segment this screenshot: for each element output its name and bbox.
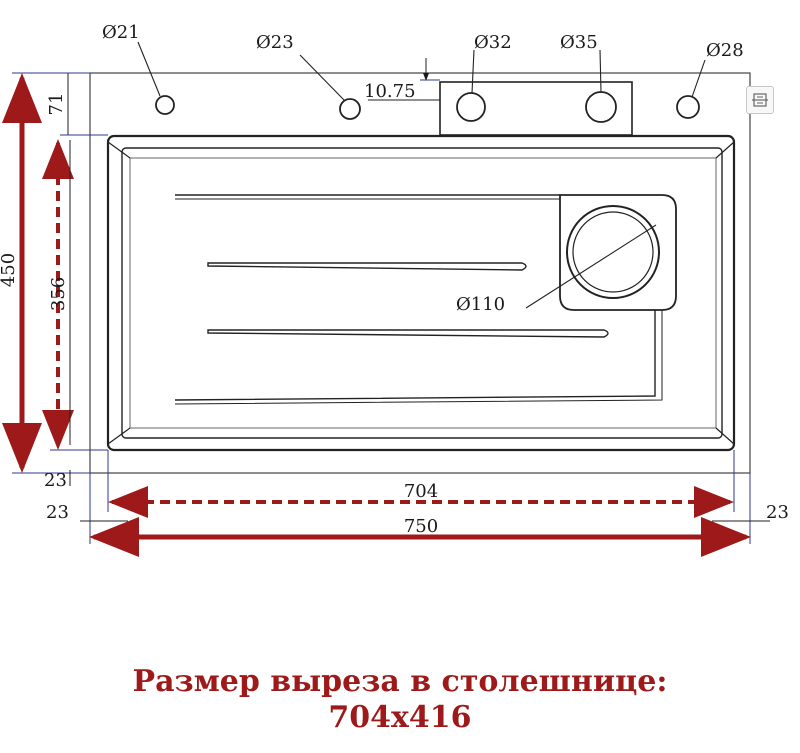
drain-recess (559, 194, 677, 311)
caption-cutout-size: 704x416 (328, 700, 472, 735)
faucet-deck (439, 81, 633, 136)
hole-28 (676, 95, 700, 119)
label-height-inner: 356 (48, 277, 69, 311)
label-hole-23: Ø23 (256, 32, 294, 53)
label-bottom-gap: 23 (44, 470, 67, 491)
label-offset-top: 10.75 (364, 81, 416, 102)
label-hole-35: Ø35 (560, 32, 598, 53)
label-width-total: 750 (404, 516, 438, 537)
caption-cutout-title: Размер выреза в столешнице: (132, 664, 668, 699)
sink-outline (89, 72, 751, 474)
label-width-inner: 704 (404, 481, 438, 502)
label-drain: Ø110 (456, 294, 505, 315)
drain-inner (572, 211, 654, 293)
scan-icon[interactable] (746, 86, 774, 114)
basin-bowl (121, 147, 723, 439)
label-side-left: 23 (46, 502, 69, 523)
hole-32 (456, 92, 486, 122)
label-hole-32: Ø32 (474, 32, 512, 53)
label-height-top: 71 (46, 93, 67, 116)
label-side-right: 23 (766, 502, 789, 523)
hole-21 (155, 95, 175, 115)
sink-drawing: Ø21 Ø23 Ø32 Ø35 Ø28 10.75 71 Ø110 450 35… (0, 22, 789, 557)
drain-outer (566, 205, 660, 299)
basin-frame (106, 134, 736, 452)
hole-35 (585, 91, 617, 123)
label-hole-21: Ø21 (102, 22, 140, 43)
label-height-total: 450 (0, 253, 19, 287)
label-hole-28: Ø28 (706, 40, 744, 61)
hole-23 (339, 98, 361, 120)
